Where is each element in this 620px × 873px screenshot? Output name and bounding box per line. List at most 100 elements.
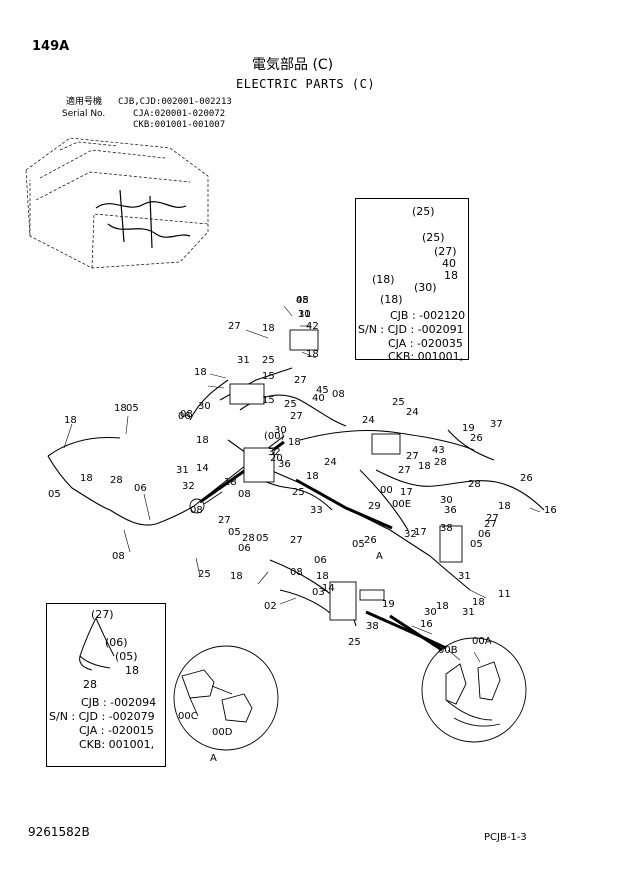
callout-number: 28: [468, 479, 481, 490]
callout-number: 45: [316, 385, 329, 396]
callout-number: 18: [306, 349, 319, 360]
page-title-en: ELECTRIC PARTS (C): [236, 77, 376, 91]
callout-number: 24: [362, 415, 375, 426]
callout-number: 38: [366, 621, 379, 632]
inset-top-callout: 18: [444, 269, 458, 282]
callout-number: 25: [198, 569, 211, 580]
callout-number: 42: [306, 321, 319, 332]
detail-a-callout-00c: 00C: [178, 711, 198, 722]
callout-number: 30: [198, 401, 211, 412]
callout-number: 18: [224, 477, 237, 488]
page-number: 149A: [32, 39, 70, 54]
callout-number: 25: [262, 355, 275, 366]
callout-number: 14: [196, 463, 209, 474]
inset-top-serial: S/N : CJD : -002091: [358, 323, 464, 336]
inset-top-right: (25) (25) (27) 40 18 (18) (30) (18) CJB …: [355, 198, 469, 363]
serial-range-2: CJA:020001-020072: [133, 109, 226, 119]
callout-number: 18: [80, 473, 93, 484]
callout-number: A: [376, 551, 383, 562]
callout-number: 30: [274, 425, 287, 436]
callout-number: 17: [414, 527, 427, 538]
inset-top-callout: (18): [380, 293, 403, 306]
callout-number: 18: [262, 323, 275, 334]
leader-lines: [63, 305, 541, 663]
inset-bottom-serial: S/N : CJD : -002079: [49, 710, 155, 723]
callout-number: 15: [262, 395, 275, 406]
callout-number: 18: [196, 435, 209, 446]
callout-number: 45: [296, 295, 309, 306]
callout-number: 05: [256, 533, 269, 544]
callout-number: 28: [434, 457, 447, 468]
callout-number: 16: [544, 505, 557, 516]
callout-number: 27: [228, 321, 241, 332]
detail-b-callout-00b: 00B: [438, 645, 458, 656]
inset-bottom-callout: (05): [115, 650, 138, 663]
callout-number: 00: [380, 485, 393, 496]
callout-number: 19: [382, 599, 395, 610]
serial-label-en: Serial No.: [62, 109, 106, 119]
callout-number: 08: [296, 295, 309, 306]
callout-number: 27: [398, 465, 411, 476]
inset-bottom-left: (27) (06) (05) 18 28 CJB : -002094 S/N :…: [46, 603, 166, 767]
component-blocks: [229, 329, 463, 621]
callout-number: 20: [270, 453, 283, 464]
callout-number: 18: [418, 461, 431, 472]
serial-range-3: CKB:001001-001007: [133, 120, 226, 130]
callout-number: 16: [420, 619, 433, 630]
callout-number: 18: [114, 403, 127, 414]
cab-harness: [95, 189, 191, 249]
callout-number: 08: [112, 551, 125, 562]
callout-number: 15: [262, 371, 275, 382]
callout-number: 02: [264, 601, 277, 612]
inset-bottom-callout: (27): [91, 608, 114, 621]
callout-number: 43: [432, 445, 445, 456]
callout-number: 06: [178, 411, 191, 422]
callout-number: 26: [364, 535, 377, 546]
inset-bottom-harness: [79, 617, 115, 671]
page-title-jp: 電気部品 (C): [252, 57, 334, 73]
detail-a-callout-00d: 00D: [212, 727, 233, 738]
callout-number: 25: [292, 487, 305, 498]
callout-number: 10: [298, 309, 311, 320]
callout-number: 29: [368, 501, 381, 512]
inset-bottom-serial: CKB: 001001,: [79, 738, 155, 751]
callout-number: 36: [278, 459, 291, 470]
callout-number: 18: [194, 367, 207, 378]
callout-number: 27: [218, 515, 231, 526]
callout-number: 26: [520, 473, 533, 484]
footer-code: PCJB-1-3: [484, 832, 527, 843]
callout-number: 31: [298, 309, 311, 320]
callout-number: 24: [324, 457, 337, 468]
callout-number: 24: [406, 407, 419, 418]
callout-number: 06: [238, 543, 251, 554]
callout-number: 25: [284, 399, 297, 410]
callout-number: 27: [406, 451, 419, 462]
callout-number: 18: [316, 571, 329, 582]
detail-b-view: [421, 637, 527, 743]
callout-number: 27: [484, 519, 497, 530]
detail-a-view: [173, 645, 279, 751]
callout-number: (00): [264, 431, 285, 442]
callout-number: 36: [444, 505, 457, 516]
inset-top-serial: CJB : -002120: [390, 309, 466, 322]
inset-top-callout: (25): [422, 231, 445, 244]
callout-number: 19: [462, 423, 475, 434]
serial-range-1: CJB,CJD:002001-002213: [118, 97, 232, 107]
callout-number: 06: [478, 529, 491, 540]
callout-number: 18: [436, 601, 449, 612]
callout-number: 18: [288, 437, 301, 448]
callout-number: 08: [332, 389, 345, 400]
inset-top-callout: (25): [412, 205, 435, 218]
callout-number: 28: [242, 533, 255, 544]
callout-number: 32: [268, 447, 281, 458]
callout-number: 31: [176, 465, 189, 476]
inset-top-callout: (27): [434, 245, 457, 258]
callout-number: 06: [314, 555, 327, 566]
callout-number: 31: [237, 355, 250, 366]
callout-number: 18: [306, 471, 319, 482]
callout-number: 08: [238, 489, 251, 500]
callout-number: 18: [230, 571, 243, 582]
inset-top-serial: CJA : -020035: [388, 337, 463, 350]
callout-number: 00E: [392, 499, 412, 510]
